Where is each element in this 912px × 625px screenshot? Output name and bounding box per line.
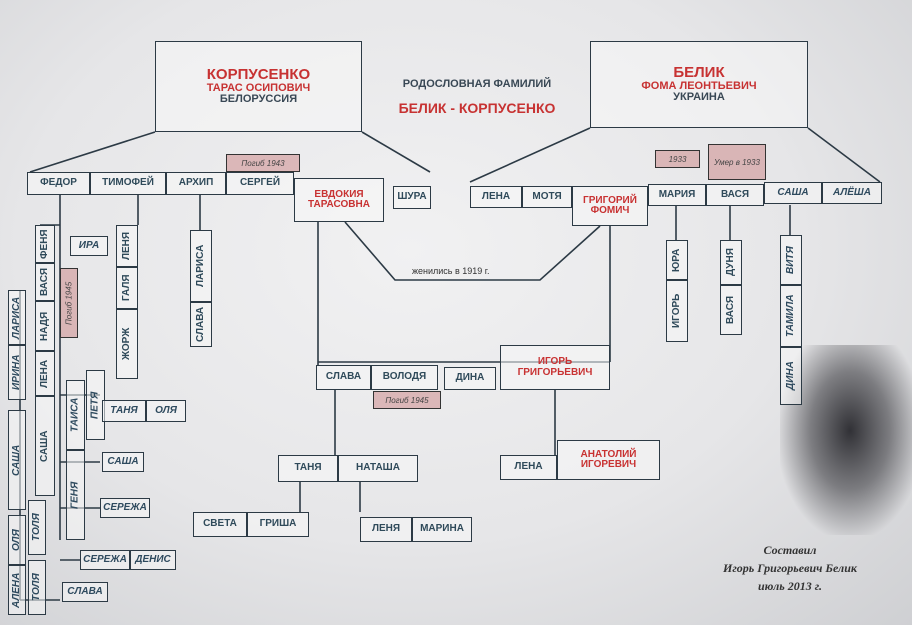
child-sasha: САША bbox=[764, 182, 822, 204]
child-lena: ЛЕНА bbox=[470, 186, 522, 208]
fedor-child-vasya: ВАСЯ bbox=[35, 263, 55, 301]
timofey-lenya: ЛЕНЯ bbox=[116, 225, 138, 267]
gen3-dina: ДИНА bbox=[444, 367, 496, 390]
child-fedor: ФЕДОР bbox=[27, 172, 90, 195]
gen5-sveta: СВЕТА bbox=[193, 512, 247, 537]
maria-igor: ИГОРЬ bbox=[666, 280, 688, 342]
death-note-volodya: Погиб 1945 bbox=[373, 391, 441, 409]
founder-name: ФОМА ЛЕОНТЬЕВИЧ bbox=[641, 79, 757, 92]
arkhip-larisa: ЛАРИСА bbox=[190, 230, 212, 302]
far-irina: ИРИНА bbox=[8, 345, 26, 400]
fedor-serezha-2: СЕРЕЖА bbox=[80, 550, 130, 570]
gen5-marina: МАРИНА bbox=[412, 517, 472, 542]
child-grigoriy: ГРИГОРИЙ ФОМИЧ bbox=[572, 186, 648, 226]
far-larisa: ЛАРИСА bbox=[8, 290, 26, 345]
child-vasya: ВАСЯ bbox=[706, 184, 764, 206]
child-sergey: СЕРГЕЙ bbox=[226, 172, 294, 195]
vasya-dunya: ДУНЯ bbox=[720, 240, 742, 285]
signature-line2: Игорь Григорьевич Белик bbox=[723, 561, 857, 575]
founder-surname: БЕЛИК bbox=[673, 64, 725, 82]
fedor-ira: ИРА bbox=[70, 236, 108, 256]
founder-belik: БЕЛИК ФОМА ЛЕОНТЬЕВИЧ УКРАИНА bbox=[590, 41, 808, 128]
founder-surname: КОРПУСЕНКО bbox=[206, 66, 311, 84]
sasha-dina: ДИНА bbox=[780, 347, 802, 405]
dark-stain bbox=[780, 345, 912, 535]
gen4-lena: ЛЕНА bbox=[500, 455, 557, 480]
title-line2: БЕЛИК - КОРПУСЕНКО bbox=[398, 100, 556, 116]
gen4-anatoliy: АНАТОЛИЙ ИГОРЕВИЧ bbox=[557, 440, 660, 480]
death-note-sergey: Погиб 1943 bbox=[226, 154, 300, 172]
far-alena: АЛЕНА bbox=[8, 565, 26, 615]
child-maria: МАРИЯ bbox=[648, 184, 706, 206]
signature-line1: Составил bbox=[763, 543, 817, 557]
child-timofey: ТИМОФЕЙ bbox=[90, 172, 166, 195]
sasha-tamila: ТАМИЛА bbox=[780, 285, 802, 347]
founder-korpusenko: КОРПУСЕНКО ТАРАС ОСИПОВИЧ БЕЛОРУССИЯ bbox=[155, 41, 362, 132]
founder-place: УКРАИНА bbox=[673, 91, 725, 104]
fedor-olya: ОЛЯ bbox=[146, 400, 186, 422]
far-olya: ОЛЯ bbox=[8, 515, 26, 565]
gen3-volodya: ВОЛОДЯ bbox=[371, 365, 438, 390]
title-line1: РОДОСЛОВНАЯ ФАМИЛИЙ bbox=[402, 78, 552, 90]
child-evdokia: ЕВДОКИЯ ТАРАСОВНА bbox=[294, 178, 384, 222]
page-title: РОДОСЛОВНАЯ ФАМИЛИЙ БЕЛИК - КОРПУСЕНКО bbox=[372, 78, 582, 116]
far-tolya: ТОЛЯ bbox=[28, 500, 46, 555]
fedor-child-fenya: ФЕНЯ bbox=[35, 225, 55, 263]
fedor-taisa: ТАИСА bbox=[66, 380, 85, 450]
gen3-igor: ИГОРЬ ГРИГОРЬЕВИЧ bbox=[500, 345, 610, 390]
fedor-tanya: ТАНЯ bbox=[102, 400, 146, 422]
fedor-slava: СЛАВА bbox=[62, 582, 108, 602]
timofey-zhorzh: ЖОРЖ bbox=[116, 309, 138, 379]
founder-place: БЕЛОРУССИЯ bbox=[219, 93, 298, 106]
fedor-serezha: СЕРЕЖА bbox=[100, 498, 150, 518]
fedor-child-sasha: САША bbox=[35, 396, 55, 496]
child-motya: МОТЯ bbox=[522, 186, 572, 208]
signature-line3: июль 2013 г. bbox=[757, 579, 823, 593]
child-alyosha: АЛЁША bbox=[822, 182, 882, 204]
founder-name: ТАРАС ОСИПОВИЧ bbox=[206, 81, 311, 94]
death-note-fedor-col: Погиб 1945 bbox=[60, 268, 78, 338]
child-shura: ШУРА bbox=[393, 186, 431, 209]
gen3-slava: СЛАВА bbox=[316, 365, 371, 390]
sasha-vitya: ВИТЯ bbox=[780, 235, 802, 285]
timofey-galya: ГАЛЯ bbox=[116, 267, 138, 309]
child-arkhip: АРХИП bbox=[166, 172, 226, 195]
arkhip-slava: СЛАВА bbox=[190, 302, 212, 347]
signature: Составил Игорь Григорьевич Белик июль 20… bbox=[700, 543, 880, 594]
far-sasha: САША bbox=[8, 410, 26, 510]
gen5-grisha: ГРИША bbox=[247, 512, 309, 537]
fedor-sasha-2: САША bbox=[102, 452, 144, 472]
gen4-natasha: НАТАША bbox=[338, 455, 418, 482]
death-note-vasya: Умер в 1933 bbox=[708, 144, 766, 180]
fedor-child-nadya: НАДЯ bbox=[35, 301, 55, 351]
fedor-denis: ДЕНИС bbox=[130, 550, 176, 570]
gen5-lenya: ЛЕНЯ bbox=[360, 517, 412, 542]
far-tolya-2: ТОЛЯ bbox=[28, 560, 46, 615]
maria-yura: ЮРА bbox=[666, 240, 688, 280]
fedor-child-lena: ЛЕНА bbox=[35, 351, 55, 396]
fedor-spacer bbox=[66, 372, 85, 380]
gen4-tanya: ТАНЯ bbox=[278, 455, 338, 482]
fedor-genya: ГЕНЯ bbox=[66, 450, 85, 540]
vasya-vasya: ВАСЯ bbox=[720, 285, 742, 335]
death-year-maria: 1933 bbox=[655, 150, 700, 168]
marriage-note: женились в 1919 г. bbox=[412, 266, 490, 276]
